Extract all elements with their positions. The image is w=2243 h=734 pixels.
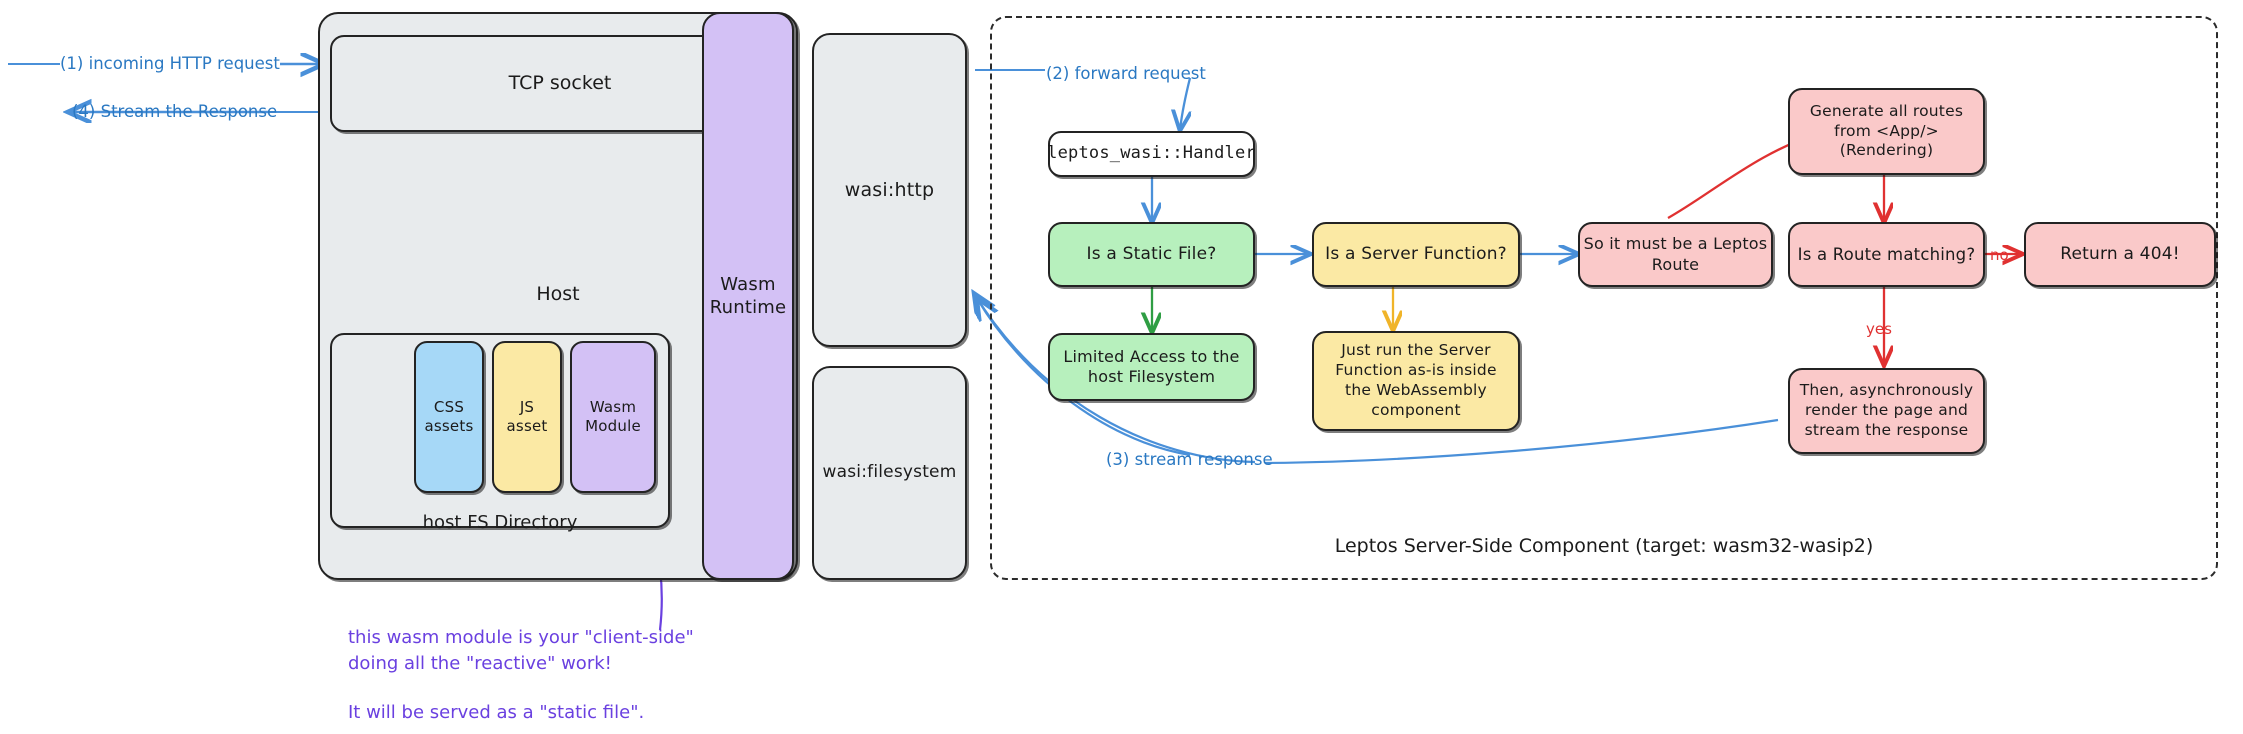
wasi-http-box: wasi:http	[812, 33, 967, 347]
edge-label-no: no	[1990, 246, 2009, 264]
leptos-wasi-handler-box: leptos_wasi::Handler	[1047, 131, 1256, 177]
stream-the-response-label: (4) Stream the Response	[72, 102, 278, 121]
incoming-http-request-label: (1) incoming HTTP request	[60, 54, 280, 73]
asset-wasm-module-box: Wasm Module	[570, 341, 656, 493]
wasm-module-annotation-line-3: It will be served as a "static file".	[348, 702, 645, 723]
forward-request-label: (2) forward request	[1046, 64, 1206, 83]
node-generate-routes: Generate all routes from <App/> (Renderi…	[1788, 88, 1985, 175]
node-return-404: Return a 404!	[2024, 222, 2216, 287]
edge-label-yes: yes	[1866, 320, 1892, 338]
wasm-runtime-box: Wasm Runtime	[702, 12, 794, 580]
node-run-server-function: Just run the Server Function as-is insid…	[1312, 331, 1520, 431]
node-is-a-route-matching: Is a Route matching?	[1788, 222, 1985, 287]
leptos-component-caption: Leptos Server-Side Component (target: wa…	[1334, 535, 1874, 557]
leptos-component-boundary	[990, 16, 2218, 580]
wasm-module-annotation-line-2: doing all the "reactive" work!	[348, 653, 612, 674]
node-is-a-server-function: Is a Server Function?	[1312, 222, 1520, 287]
node-limited-access-host-filesystem: Limited Access to the host Filesystem	[1048, 333, 1255, 401]
node-is-a-static-file: Is a Static File?	[1048, 222, 1255, 287]
stream-response-label: (3) stream response	[1106, 450, 1273, 469]
host-label: Host	[536, 283, 580, 305]
wasm-module-annotation-line-1: this wasm module is your "client-side"	[348, 627, 694, 648]
asset-js-box: JS asset	[492, 341, 562, 493]
wasi-filesystem-box: wasi:filesystem	[812, 366, 967, 580]
tcp-socket-label: TCP socket	[508, 72, 612, 94]
node-render-and-stream: Then, asynchronously render the page and…	[1788, 368, 1985, 454]
host-fs-directory-label: host FS Directory	[422, 512, 578, 533]
node-leptos-route: So it must be a Leptos Route	[1578, 222, 1773, 287]
asset-css-box: CSS assets	[414, 341, 484, 493]
